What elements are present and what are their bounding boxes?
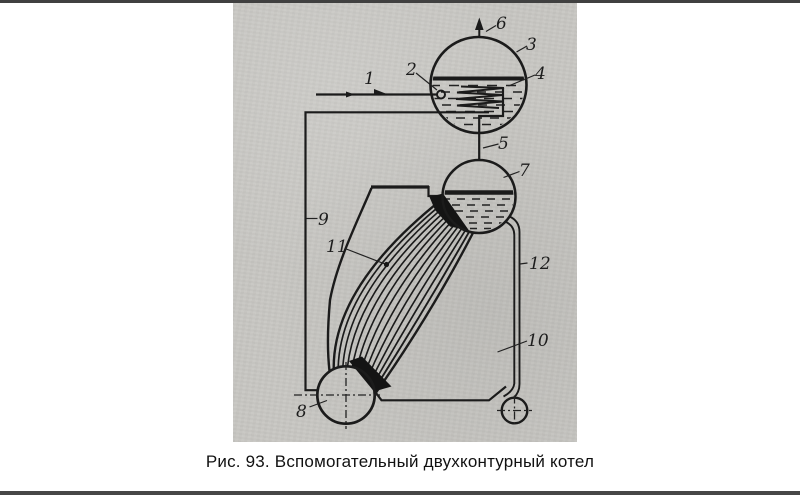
- heating-coil: [455, 85, 505, 109]
- part-label-8: 8: [296, 402, 307, 422]
- scanned-figure: 1 2 3 4 5 6 7 8 9 10 11 12: [233, 3, 577, 442]
- part-label-11: 11: [326, 237, 348, 257]
- top-border-bar: [0, 0, 800, 3]
- part-labels: 1 2 3 4 5 6 7 8 9 10 11 12: [296, 14, 551, 422]
- part-label-12: 12: [529, 254, 551, 274]
- inlet-nozzle: [436, 89, 446, 100]
- center-lines: [294, 362, 532, 429]
- part-label-2: 2: [405, 60, 417, 80]
- secondary-drum: [441, 158, 517, 235]
- tube-convergence-bottom: [349, 356, 392, 392]
- tube-convergence-top: [429, 193, 469, 231]
- boiler-diagram: 1 2 3 4 5 6 7 8 9 10 11 12: [294, 14, 551, 429]
- part-label-7: 7: [519, 161, 530, 181]
- right-downcomer-pipe: [503, 215, 521, 399]
- tube-bundle: [332, 193, 475, 395]
- leader-dot: [383, 261, 390, 268]
- bottom-border-bar: [0, 491, 800, 495]
- flow-arrow-icon: [374, 89, 388, 96]
- bottom-casing-line: [373, 385, 507, 402]
- part-label-4: 4: [534, 64, 546, 84]
- left-downcomer-pipe: [304, 111, 489, 392]
- part-label-9: 9: [318, 210, 329, 230]
- part-label-10: 10: [527, 331, 549, 351]
- coil-outlet-pipe: [478, 88, 505, 161]
- part-label-1: 1: [364, 69, 375, 89]
- label-leaders: [309, 24, 536, 408]
- part-label-5: 5: [498, 134, 509, 154]
- inlet-line: [316, 89, 446, 100]
- vent-arrow: [475, 17, 484, 37]
- part-label-3: 3: [526, 35, 537, 55]
- figure-caption: Рис. 93. Вспомогательный двухконтурный к…: [205, 452, 595, 471]
- part-label-6: 6: [496, 14, 507, 34]
